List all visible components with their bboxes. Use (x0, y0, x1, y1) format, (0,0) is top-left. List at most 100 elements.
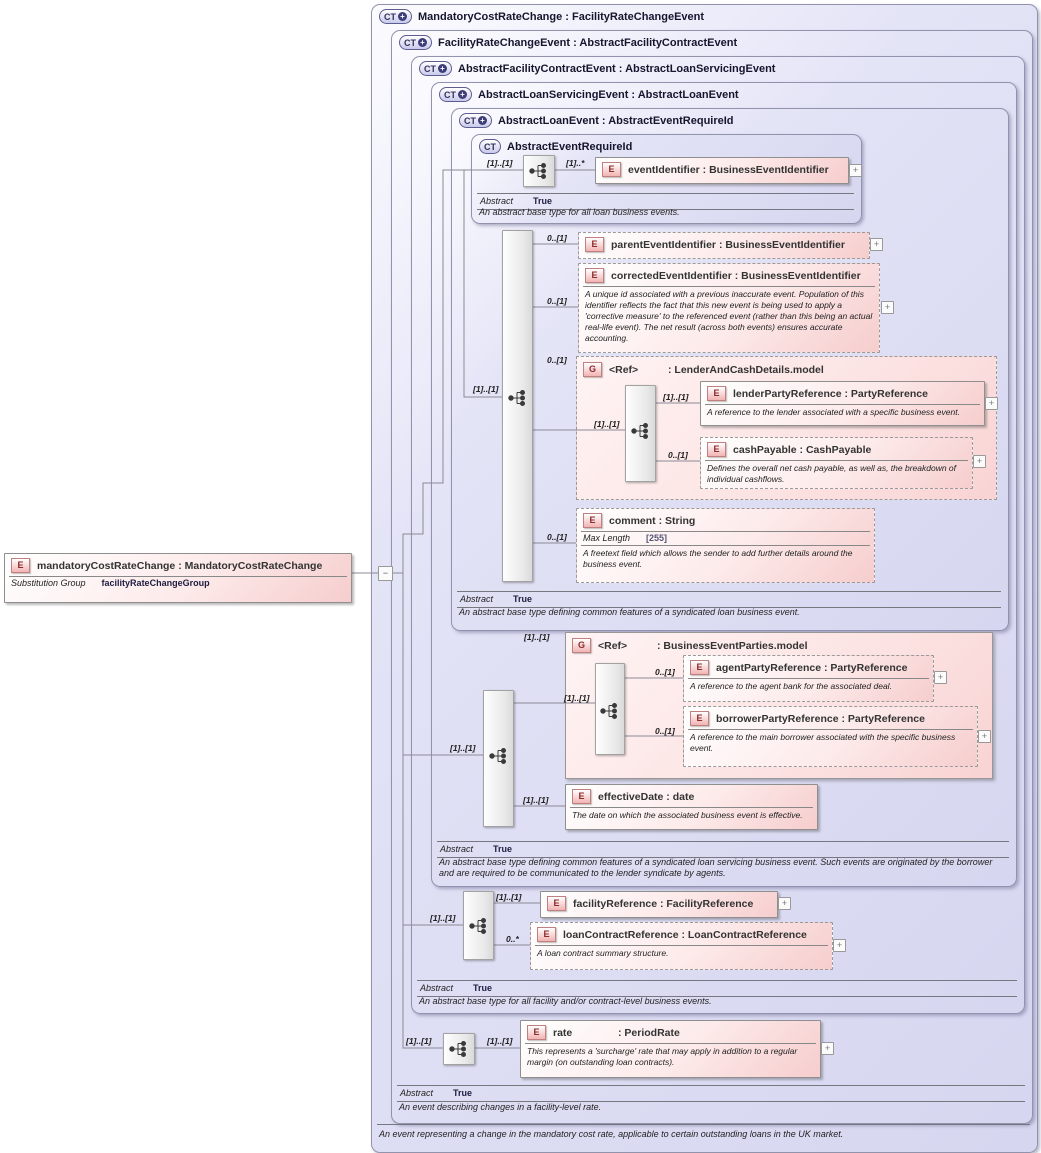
element-parentEventIdentifier[interactable]: E parentEventIdentifier : BusinessEventI… (578, 232, 870, 259)
element-annotation: A loan contract summary structure. (537, 948, 669, 958)
element-lenderPartyReference[interactable]: E lenderPartyReference : PartyReference … (700, 381, 985, 426)
cardinality-label: [1]..[1] (663, 392, 689, 402)
cardinality-label: [1]..* (566, 158, 585, 168)
sequence-icon (448, 1040, 470, 1063)
expand-toggle-agentPartyReference[interactable]: + (934, 671, 947, 684)
header-MandatoryCostRateChange: CT+ MandatoryCostRateChange : FacilityRa… (379, 9, 704, 24)
group-type: : LenderAndCashDetails.model (668, 363, 824, 376)
element-mandatoryCostRateChange[interactable]: E mandatoryCostRateChange : MandatoryCos… (4, 553, 352, 603)
property-value: True (493, 844, 513, 854)
sequence-icon (599, 702, 621, 725)
substitution-group-row: Substitution Group facilityRateChangeGro… (5, 577, 351, 590)
expand-toggle-eventIdentifier[interactable]: + (849, 164, 862, 177)
derived-plus-icon: + (438, 64, 447, 73)
abstract-property-row: Abstract True (437, 841, 1009, 858)
cardinality-label: [1]..[1] (406, 1036, 432, 1046)
sequence-compositor (523, 155, 555, 187)
collapse-toggle[interactable]: − (378, 566, 393, 581)
element-header: E comment : String (577, 509, 874, 531)
container-annotation: An abstract base type for all facility a… (419, 996, 712, 1006)
cardinality-label: 0..[1] (655, 726, 675, 736)
expand-toggle-lenderPartyReference[interactable]: + (985, 397, 998, 410)
expand-toggle-facilityReference[interactable]: + (778, 897, 791, 910)
expand-toggle-cashPayable[interactable]: + (973, 455, 986, 468)
element-name: effectiveDate : date (598, 790, 695, 803)
element-icon: E (547, 896, 566, 911)
separator (705, 460, 968, 461)
separator (688, 678, 929, 679)
expand-toggle-parentEventIdentifier[interactable]: + (870, 238, 883, 251)
element-name: cashPayable : CashPayable (733, 443, 872, 456)
property-value: [255] (646, 533, 668, 543)
ct-badge-label: CT (404, 37, 416, 48)
separator (570, 807, 813, 808)
element-eventIdentifier[interactable]: E eventIdentifier : BusinessEventIdentif… (595, 157, 849, 184)
element-icon: E (585, 268, 604, 283)
group-ref-label: <Ref> (598, 639, 628, 652)
element-correctedEventIdentifier[interactable]: E correctedEventIdentifier : BusinessEve… (578, 263, 880, 353)
element-rate[interactable]: E rate : PeriodRate This represents a 's… (520, 1020, 821, 1078)
element-name: agentPartyReference : PartyReference (716, 661, 908, 674)
element-effectiveDate[interactable]: E effectiveDate : date The date on which… (565, 784, 818, 830)
property-value: facilityRateChangeGroup (101, 578, 210, 588)
element-comment[interactable]: E comment : String Max Length [255] A fr… (576, 508, 875, 583)
element-name: comment : String (609, 514, 696, 527)
cardinality-label: 0..[1] (668, 450, 688, 460)
element-header: E cashPayable : CashPayable (701, 438, 972, 460)
sequence-compositor (483, 690, 514, 827)
element-icon: E (585, 237, 604, 252)
element-icon: E (11, 558, 30, 573)
sequence-compositor (502, 230, 533, 582)
element-loanContractReference[interactable]: E loanContractReference : LoanContractRe… (530, 922, 833, 970)
ct-badge-label: CT (444, 89, 456, 100)
element-cashPayable[interactable]: E cashPayable : CashPayable Defines the … (700, 437, 973, 489)
cardinality-label: [1]..[1] (564, 693, 590, 703)
element-type: : PeriodRate (618, 1026, 680, 1039)
container-title: AbstractFacilityContractEvent : Abstract… (458, 62, 776, 75)
expand-toggle-correctedEventIdentifier[interactable]: + (881, 301, 894, 314)
group-type: : BusinessEventParties.model (657, 639, 808, 652)
property-label: Abstract (400, 1088, 434, 1098)
element-annotation: A reference to the lender associated wit… (707, 407, 960, 417)
cardinality-label: [1]..[1] (430, 913, 456, 923)
element-name: eventIdentifier : BusinessEventIdentifie… (628, 163, 829, 176)
abstract-property-row: Abstract True (417, 980, 1017, 997)
element-icon: E (537, 927, 556, 942)
complex-type-icon: CT+ (379, 9, 412, 24)
element-header: E facilityReference : FacilityReference (541, 892, 777, 914)
element-name: borrowerPartyReference : PartyReference (716, 712, 925, 725)
separator (535, 945, 828, 946)
expand-toggle-borrowerPartyReference[interactable]: + (978, 730, 991, 743)
cardinality-label: [1]..[1] (450, 743, 476, 753)
element-facilityReference[interactable]: E facilityReference : FacilityReference (540, 891, 778, 918)
group-icon: G (583, 362, 602, 377)
expand-toggle-loanContractReference[interactable]: + (833, 939, 846, 952)
complex-type-icon: CT (479, 139, 501, 154)
cardinality-label: [1]..[1] (594, 419, 620, 429)
element-header: E eventIdentifier : BusinessEventIdentif… (596, 158, 848, 180)
element-annotation: A freetext field which allows the sender… (583, 548, 853, 570)
expand-toggle-rate[interactable]: + (821, 1042, 834, 1055)
header-AbstractLoanServicingEvent: CT+ AbstractLoanServicingEvent : Abstrac… (439, 87, 739, 102)
ct-badge-label: CT (384, 11, 396, 22)
header-AbstractFacilityContractEvent: CT+ AbstractFacilityContractEvent : Abst… (419, 61, 775, 76)
abstract-property-row: Abstract True (397, 1085, 1025, 1102)
abstract-property-row: Abstract True (457, 591, 1001, 608)
complex-type-icon: CT+ (399, 35, 432, 50)
cardinality-label: 0..[1] (655, 667, 675, 677)
property-label: Abstract (420, 983, 454, 993)
element-borrowerPartyReference[interactable]: E borrowerPartyReference : PartyReferenc… (683, 706, 978, 767)
separator (705, 404, 980, 405)
element-icon: E (572, 789, 591, 804)
element-header: E effectiveDate : date (566, 785, 817, 807)
property-label: Abstract (460, 594, 494, 604)
cardinality-label: 0..[1] (547, 296, 567, 306)
cardinality-label: [1]..[1] (496, 892, 522, 902)
sequence-icon (507, 389, 529, 412)
element-agentPartyReference[interactable]: E agentPartyReference : PartyReference A… (683, 655, 934, 702)
ct-badge-label: CT (464, 115, 476, 126)
ct-badge-label: CT (424, 63, 436, 74)
sequence-compositor (595, 663, 625, 755)
group-header: G <Ref> : BusinessEventParties.model (566, 633, 992, 656)
